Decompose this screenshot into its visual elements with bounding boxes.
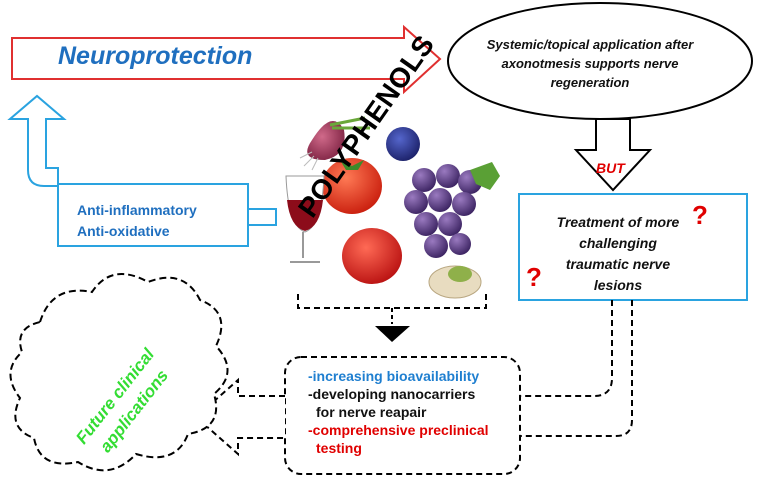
systemic-application-text: Systemic/topical application after axono…	[460, 35, 720, 92]
treatment-line-2: challenging	[579, 235, 657, 251]
neuroprotection-label: Neuroprotection	[58, 42, 253, 70]
treatment-connector-1	[520, 300, 613, 397]
but-label: BUT	[596, 160, 625, 176]
anti-oxidative-label: Anti-oxidative	[77, 223, 170, 239]
systemic-line-3: regeneration	[550, 75, 630, 90]
onion-roots	[299, 151, 319, 171]
blueberry-icon	[386, 127, 420, 161]
treatment-line-4: lesions	[593, 277, 643, 293]
tomato-stem	[340, 160, 364, 170]
onion-leaves	[329, 116, 370, 130]
tomato-icon	[322, 158, 382, 214]
treatment-text: Treatment of more challenging traumatic …	[533, 212, 703, 296]
anti-inflammatory-label: Anti-inflammatory	[77, 202, 197, 218]
polyphenols-illustration	[285, 116, 500, 299]
but-down-arrow	[573, 118, 653, 192]
onion-icon	[307, 121, 345, 160]
effects-text: Anti-inflammatory Anti-oxidative	[77, 200, 197, 242]
treatment-line-3: traumatic nerve	[565, 256, 671, 272]
effects-up-arrow	[7, 94, 67, 187]
treatment-connector-2	[520, 300, 633, 437]
question-mark-icon-2: ?	[526, 262, 542, 292]
future-cloud	[9, 273, 229, 472]
question-mark-icon: ?	[692, 200, 708, 230]
treatment-line-1: Treatment of more	[556, 214, 680, 230]
neuroprotection-arrow	[11, 24, 442, 95]
glass-stem	[290, 232, 320, 263]
step-bioavailability: -increasing bioavailability	[308, 368, 480, 384]
future-arrow	[194, 377, 285, 457]
step-nanocarriers-cont: for nerve reapair	[316, 404, 427, 420]
apple-icon	[342, 228, 402, 284]
systemic-line-2: axonotmesis supports nerve	[501, 56, 679, 71]
effects-bent-arrow	[247, 208, 277, 226]
steps-box	[284, 356, 521, 475]
down-triangle-icon	[375, 326, 410, 342]
step-preclinical-cont: testing	[316, 440, 362, 456]
effects-box	[57, 183, 249, 247]
step-nanocarriers: -developing nanocarriers	[308, 386, 476, 402]
systemic-line-1: Systemic/topical application after	[486, 37, 694, 52]
grapes-icon	[404, 162, 500, 258]
wine	[287, 200, 323, 231]
steps-list: -increasing bioavailability -developing …	[308, 367, 489, 457]
step-preclinical: -comprehensive preclinical	[308, 422, 489, 438]
